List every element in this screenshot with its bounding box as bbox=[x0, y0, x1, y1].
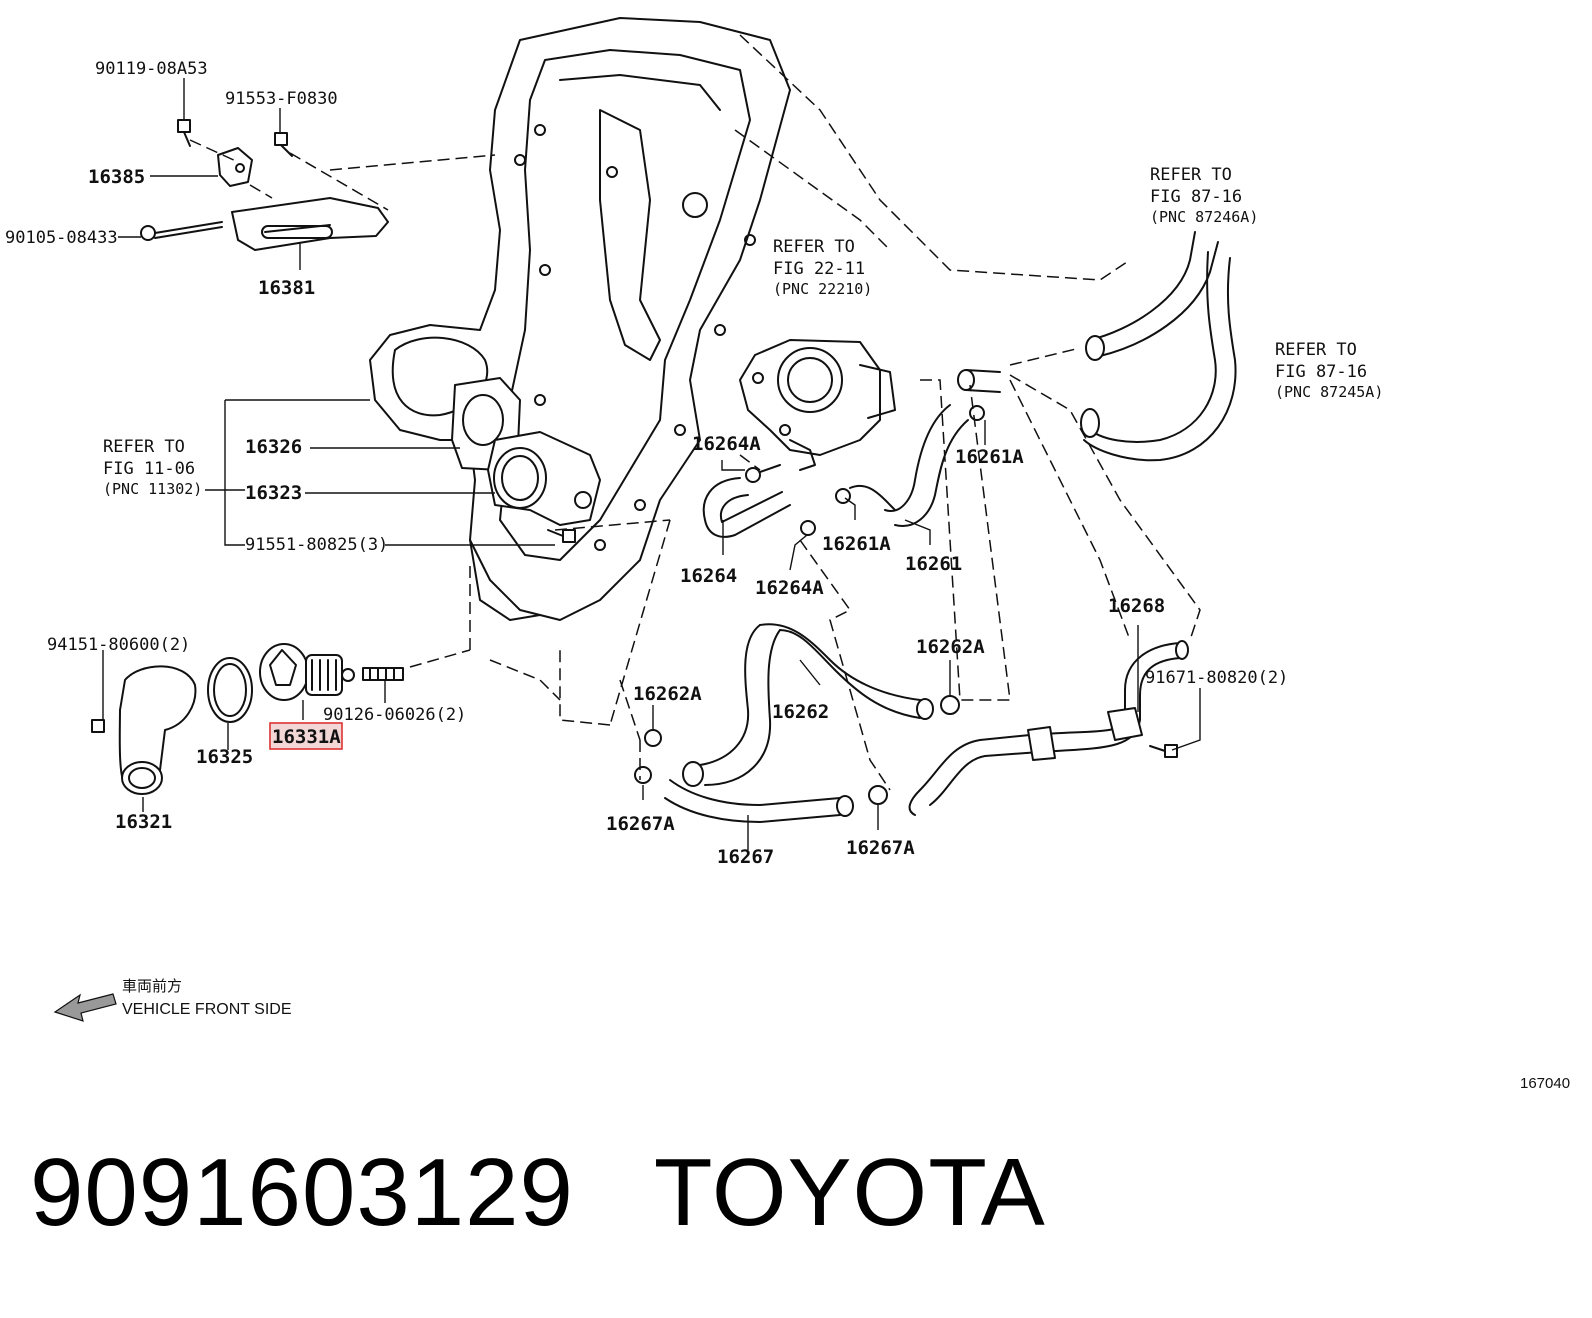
heater-hoses-upper bbox=[1080, 231, 1237, 462]
engine-timing-cover bbox=[369, 17, 791, 621]
ref-22-11-line2: FIG 22-11 bbox=[773, 259, 865, 279]
water-inlet-16321 bbox=[91, 665, 197, 795]
label-16381: 16381 bbox=[258, 277, 315, 299]
label-16323: 16323 bbox=[245, 482, 302, 504]
hose-16262 bbox=[644, 623, 960, 787]
label-16264A-top: 16264A bbox=[692, 433, 761, 455]
ref-11-06-line3: (PNC 11302) bbox=[103, 480, 202, 498]
water-outlet-housing bbox=[451, 377, 601, 543]
label-16261A-top: 16261A bbox=[955, 446, 1024, 468]
label-16261A-bottom: 16261A bbox=[822, 533, 891, 555]
hose-16264 bbox=[702, 464, 816, 538]
label-16262A-left: 16262A bbox=[633, 683, 702, 705]
label-16385: 16385 bbox=[88, 166, 145, 188]
bolt-icon bbox=[1149, 744, 1178, 758]
label-90119-08A53: 90119-08A53 bbox=[95, 59, 208, 79]
ref-11-06-line1: REFER TO bbox=[103, 437, 185, 457]
bolt-icon bbox=[274, 132, 293, 157]
label-16264A-bottom: 16264A bbox=[755, 577, 824, 599]
ref-87-16-b-line1: REFER TO bbox=[1275, 340, 1357, 360]
label-90105-08433: 90105-08433 bbox=[5, 228, 118, 248]
stud-bolt-icon bbox=[362, 667, 404, 681]
part-number: 9091603129 bbox=[30, 1139, 574, 1246]
label-16268: 16268 bbox=[1108, 595, 1165, 617]
hose-16267 bbox=[634, 766, 888, 823]
ref-87-16-b-line3: (PNC 87245A) bbox=[1275, 383, 1383, 401]
label-16262A-right: 16262A bbox=[916, 636, 985, 658]
ref-87-16-a-line2: FIG 87-16 bbox=[1150, 187, 1242, 207]
ref-87-16-a-line1: REFER TO bbox=[1150, 165, 1232, 185]
label-16321: 16321 bbox=[115, 811, 172, 833]
label-16267: 16267 bbox=[717, 846, 774, 868]
gasket-16325 bbox=[207, 657, 253, 723]
bolt-icon bbox=[547, 529, 576, 543]
label-16261: 16261 bbox=[905, 553, 962, 575]
brand-name: TOYOTA bbox=[653, 1139, 1046, 1246]
bracket-assembly bbox=[140, 119, 389, 251]
ref-22-11-line1: REFER TO bbox=[773, 237, 855, 257]
ref-87-16-b-line2: FIG 87-16 bbox=[1275, 362, 1367, 382]
bolt-icon bbox=[91, 719, 105, 733]
ref-11-06-line2: FIG 11-06 bbox=[103, 459, 195, 479]
label-90126-06026: 90126-06026(2) bbox=[323, 705, 466, 725]
ref-87-16-a-line3: (PNC 87246A) bbox=[1150, 208, 1258, 226]
label-16264: 16264 bbox=[680, 565, 737, 587]
part-labels: 90119-08A53 91553-F0830 16385 90105-0843… bbox=[5, 59, 1383, 868]
leader-lines bbox=[102, 78, 1201, 850]
label-16325: 16325 bbox=[196, 746, 253, 768]
bolt-icon bbox=[177, 119, 191, 147]
label-91553-F0830: 91553-F0830 bbox=[225, 89, 338, 109]
pipe-16268 bbox=[908, 640, 1189, 816]
vehicle-front-indicator: 車両前方 VEHICLE FRONT SIDE bbox=[53, 978, 292, 1022]
front-arrow-icon bbox=[53, 993, 117, 1022]
label-16326: 16326 bbox=[245, 436, 302, 458]
label-16262: 16262 bbox=[772, 701, 829, 723]
thermostat-16331A bbox=[259, 643, 355, 701]
label-16267A-left: 16267A bbox=[606, 813, 675, 835]
label-16267A-right: 16267A bbox=[846, 837, 915, 859]
ref-22-11-line3: (PNC 22210) bbox=[773, 280, 872, 298]
front-label-en: VEHICLE FRONT SIDE bbox=[122, 1001, 292, 1018]
label-91671-80820: 91671-80820(2) bbox=[1145, 668, 1288, 688]
footer-title: 9091603129 TOYOTA bbox=[30, 1138, 1126, 1248]
label-16331A: 16331A bbox=[272, 726, 341, 748]
label-94151-80600: 94151-80600(2) bbox=[47, 635, 190, 655]
dashed-reference-lines bbox=[409, 34, 1201, 791]
figure-code: 167040 bbox=[1520, 1075, 1570, 1092]
label-91551-80825: 91551-80825(3) bbox=[245, 535, 388, 555]
front-label-jp: 車両前方 bbox=[122, 978, 182, 995]
long-bolt-icon bbox=[140, 221, 223, 241]
throttle-body bbox=[739, 339, 896, 471]
highlight-box-16331A bbox=[269, 722, 343, 750]
